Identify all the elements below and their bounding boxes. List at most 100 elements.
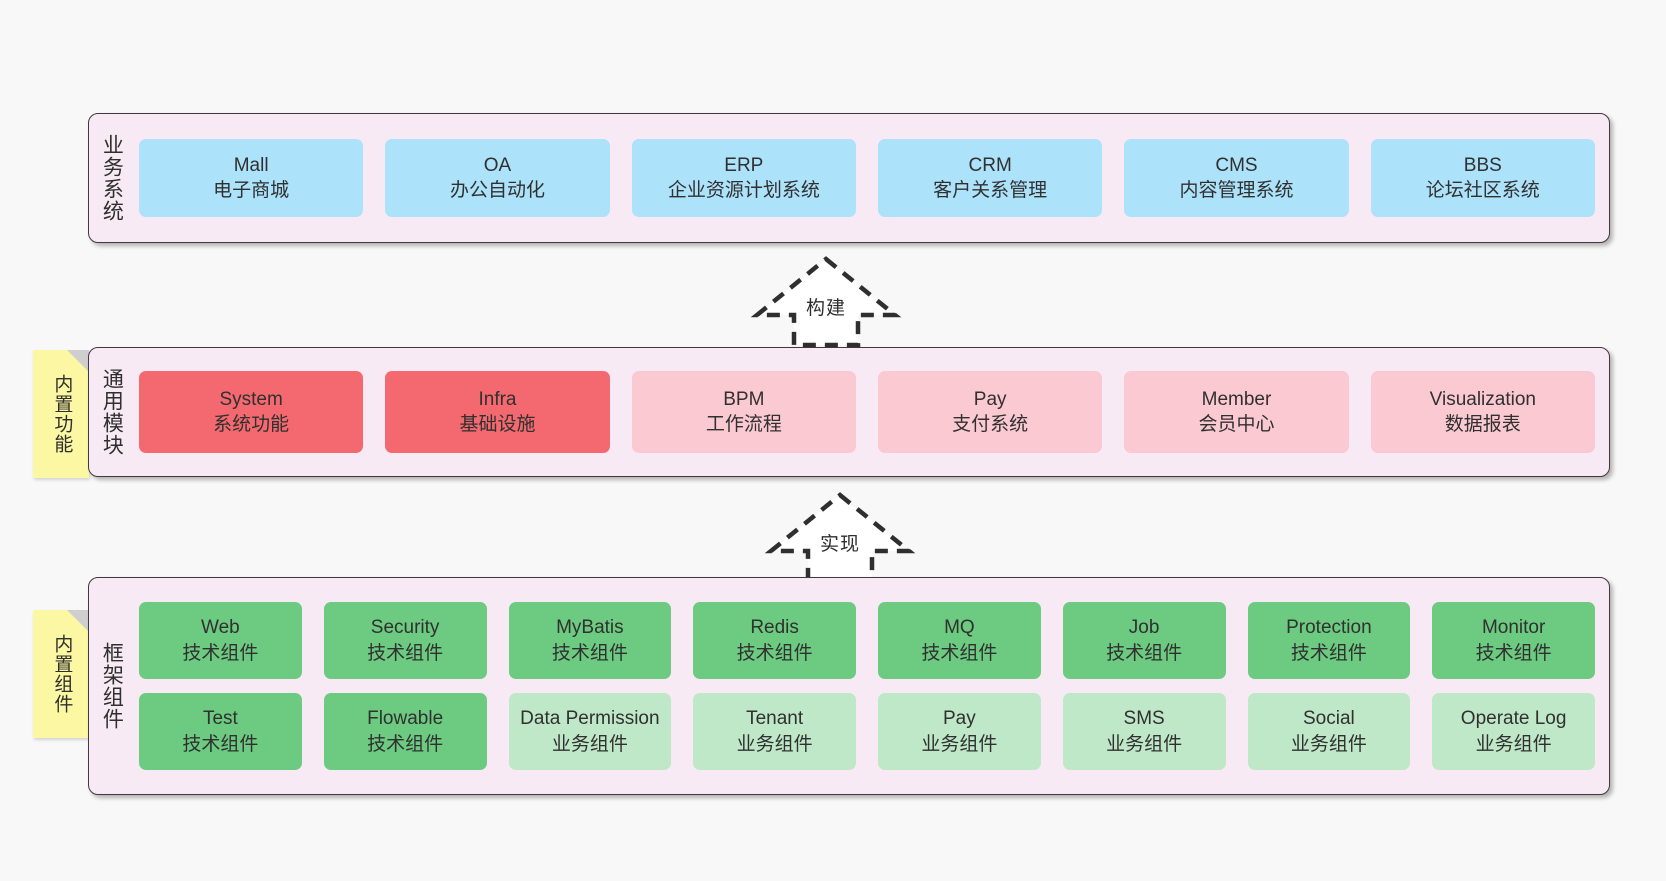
module-card-oa[interactable]: OA 办公自动化 <box>385 139 610 217</box>
layer-body-business-system: Mall 电子商城 OA 办公自动化 ERP 企业资源计划系统 <box>133 114 1609 242</box>
card-cell: ERP 企业资源计划系统 <box>631 139 856 217</box>
component-card-mq[interactable]: MQ 技术组件 <box>878 602 1041 679</box>
card-title: Social <box>1303 708 1355 730</box>
card-subtitle: 支付系统 <box>952 414 1029 435</box>
hollow-arrow-up-icon <box>750 256 902 348</box>
component-card-monitor[interactable]: Monitor 技术组件 <box>1432 602 1595 679</box>
card-title: Operate Log <box>1460 708 1567 730</box>
component-card-pay[interactable]: Pay 业务组件 <box>878 693 1041 770</box>
card-cell: Social 业务组件 <box>1247 693 1411 770</box>
module-card-infra[interactable]: Infra 基础设施 <box>385 371 610 453</box>
card-subtitle: 电子商城 <box>213 180 290 201</box>
card-title: Redis <box>750 617 799 639</box>
layer-title-common-modules: 通用模块 <box>100 368 124 456</box>
component-card-web[interactable]: Web 技术组件 <box>139 602 302 679</box>
card-subtitle: 技术组件 <box>182 733 259 755</box>
sticky-note-label: 内置功能 <box>51 374 73 454</box>
card-title: Infra <box>478 388 517 410</box>
component-card-mybatis[interactable]: MyBatis 技术组件 <box>508 602 672 679</box>
module-card-cms[interactable]: CMS 内容管理系统 <box>1124 139 1349 217</box>
component-card-operate-log[interactable]: Operate Log 业务组件 <box>1432 693 1595 770</box>
module-card-erp[interactable]: ERP 企业资源计划系统 <box>631 139 856 217</box>
card-cell: Job 技术组件 <box>1062 602 1226 679</box>
sticky-note-builtin-components: 内置组件 <box>33 610 89 738</box>
layer-framework-components[interactable]: 框架组件 Web 技术组件 Security 技术组件 <box>88 577 1610 795</box>
component-card-flowable[interactable]: Flowable 技术组件 <box>323 693 487 770</box>
card-cell: BPM 工作流程 <box>631 371 856 453</box>
layer-business-system[interactable]: 业务系统 Mall 电子商城 OA 办公自动化 ERP <box>88 113 1610 243</box>
module-card-pay[interactable]: Pay 支付系统 <box>877 371 1103 453</box>
module-card-bpm[interactable]: BPM 工作流程 <box>631 371 856 453</box>
component-card-protection[interactable]: Protection 技术组件 <box>1247 602 1411 679</box>
card-title: OA <box>483 154 512 176</box>
card-subtitle: 技术组件 <box>736 642 813 664</box>
card-row: Web 技术组件 Security 技术组件 MyBatis 技术组件 <box>139 602 1595 679</box>
component-card-security[interactable]: Security 技术组件 <box>323 602 487 679</box>
card-cell: BBS 论坛社区系统 <box>1370 139 1595 217</box>
card-title: BBS <box>1463 154 1502 176</box>
connector-implement-label: 实现 <box>819 534 860 555</box>
module-card-mall[interactable]: Mall 电子商城 <box>139 139 364 217</box>
connector-build-label: 构建 <box>805 298 846 319</box>
card-title: MQ <box>944 617 975 639</box>
module-card-member[interactable]: Member 会员中心 <box>1124 371 1349 453</box>
component-card-social[interactable]: Social 业务组件 <box>1247 693 1411 770</box>
card-cell: Security 技术组件 <box>323 602 487 679</box>
card-title: CMS <box>1215 154 1258 176</box>
layer-body-framework-components: Web 技术组件 Security 技术组件 MyBatis 技术组件 <box>133 578 1609 794</box>
card-subtitle: 系统功能 <box>213 414 290 435</box>
card-subtitle: 工作流程 <box>705 414 782 435</box>
module-card-visualization[interactable]: Visualization 数据报表 <box>1370 371 1595 453</box>
card-cell: CRM 客户关系管理 <box>877 139 1103 217</box>
layer-common-modules[interactable]: 通用模块 System 系统功能 Infra 基础设施 <box>88 347 1610 477</box>
card-title: SMS <box>1123 708 1165 730</box>
card-subtitle: 业务组件 <box>921 733 998 755</box>
card-title: CRM <box>968 154 1012 176</box>
card-subtitle: 客户关系管理 <box>933 180 1048 201</box>
card-subtitle: 企业资源计划系统 <box>667 180 820 201</box>
card-cell: Flowable 技术组件 <box>323 693 487 770</box>
card-title: Monitor <box>1481 617 1546 639</box>
card-subtitle: 技术组件 <box>1475 642 1552 664</box>
card-cell: Pay 业务组件 <box>878 693 1041 770</box>
card-row: System 系统功能 Infra 基础设施 BPM 工作流程 <box>139 371 1595 453</box>
card-title: Data Permission <box>520 708 660 730</box>
card-cell: OA 办公自动化 <box>385 139 610 217</box>
sticky-fold-corner-icon <box>67 350 89 372</box>
card-cell: Visualization 数据报表 <box>1370 371 1595 453</box>
layer-title-framework-components: 框架组件 <box>100 642 124 730</box>
connector-build: 构建 <box>750 253 902 349</box>
component-card-job[interactable]: Job 技术组件 <box>1062 602 1226 679</box>
layer-title-business-system: 业务系统 <box>100 134 124 222</box>
card-subtitle: 技术组件 <box>1290 642 1367 664</box>
card-title: Visualization <box>1429 388 1536 410</box>
module-card-system[interactable]: System 系统功能 <box>139 371 364 453</box>
card-title: Web <box>201 617 240 639</box>
sticky-note-label: 内置组件 <box>51 634 73 714</box>
card-subtitle: 业务组件 <box>1106 733 1183 755</box>
card-cell: Member 会员中心 <box>1124 371 1349 453</box>
card-subtitle: 技术组件 <box>367 733 444 755</box>
card-row: Mall 电子商城 OA 办公自动化 ERP 企业资源计划系统 <box>139 139 1595 217</box>
card-subtitle: 技术组件 <box>1106 642 1183 664</box>
card-title: Test <box>202 708 238 730</box>
card-subtitle: 业务组件 <box>1475 733 1552 755</box>
card-title: Protection <box>1286 617 1372 639</box>
card-cell: CMS 内容管理系统 <box>1124 139 1349 217</box>
sticky-note-builtin-features: 内置功能 <box>33 350 89 478</box>
component-card-data-permission[interactable]: Data Permission 业务组件 <box>508 693 672 770</box>
component-card-test[interactable]: Test 技术组件 <box>139 693 302 770</box>
card-subtitle: 会员中心 <box>1198 414 1275 435</box>
card-cell: MyBatis 技术组件 <box>508 602 672 679</box>
sticky-fold-corner-icon <box>67 610 89 632</box>
card-cell: Tenant 业务组件 <box>693 693 856 770</box>
module-card-crm[interactable]: CRM 客户关系管理 <box>877 139 1103 217</box>
component-card-tenant[interactable]: Tenant 业务组件 <box>693 693 856 770</box>
card-cell: Pay 支付系统 <box>877 371 1103 453</box>
card-cell: Redis 技术组件 <box>693 602 856 679</box>
component-card-sms[interactable]: SMS 业务组件 <box>1062 693 1226 770</box>
component-card-redis[interactable]: Redis 技术组件 <box>693 602 856 679</box>
module-card-bbs[interactable]: BBS 论坛社区系统 <box>1370 139 1595 217</box>
card-title: BPM <box>723 388 765 410</box>
